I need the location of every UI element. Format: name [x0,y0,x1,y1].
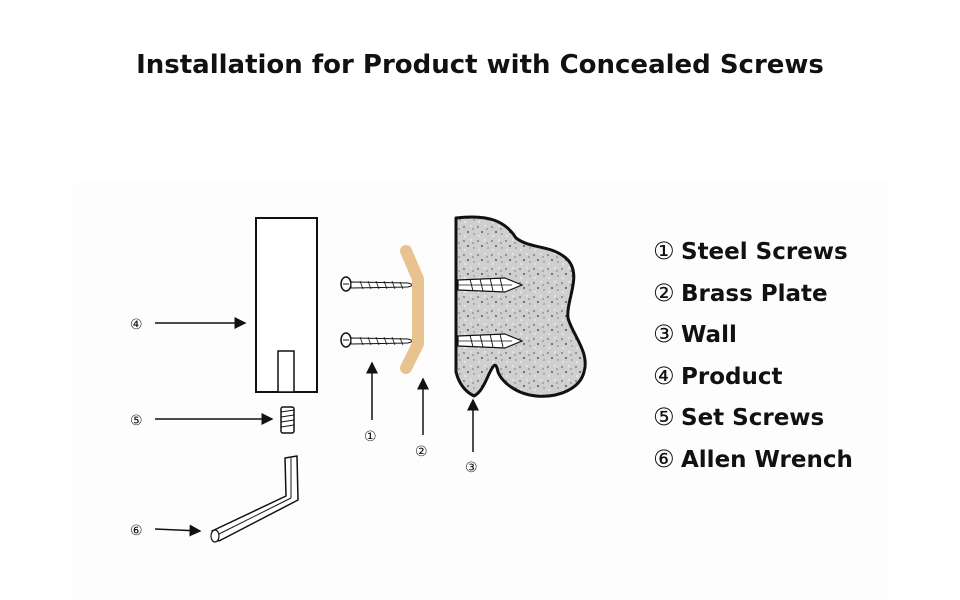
callout-label-5: ⑤ [130,413,143,429]
legend-label: Product [681,363,783,390]
legend-number: ④ [653,361,675,390]
legend-label: Steel Screws [681,239,848,265]
legend-label: Allen Wrench [681,446,853,473]
callout-label-2: ② [415,444,428,460]
legend-label: Wall [681,322,737,348]
callout-label-3: ③ [465,460,478,476]
callout-arrow-6 [154,524,202,537]
brass-plate [400,245,424,374]
product-body [255,217,318,393]
legend-number: ⑥ [653,444,675,473]
legend-number: ⑤ [653,403,675,431]
page-title: Installation for Product with Concealed … [136,50,824,80]
allen-wrench [210,455,299,543]
legend-number: ③ [653,320,675,348]
callout-label-4: ④ [130,317,143,333]
wall-anchor-bottom [457,333,524,349]
set-screw [280,406,295,434]
callout-label-6: ⑥ [130,523,143,539]
wall [454,215,587,398]
legend-label: Brass Plate [681,280,828,307]
callout-label-1: ① [364,429,377,445]
steel-screw-top [340,276,416,292]
wall-anchor-top [457,277,524,293]
legend-number: ① [653,237,675,265]
legend-number: ② [653,278,675,307]
steel-screw-bottom [340,332,416,348]
legend-label: Set Screws [681,405,825,431]
